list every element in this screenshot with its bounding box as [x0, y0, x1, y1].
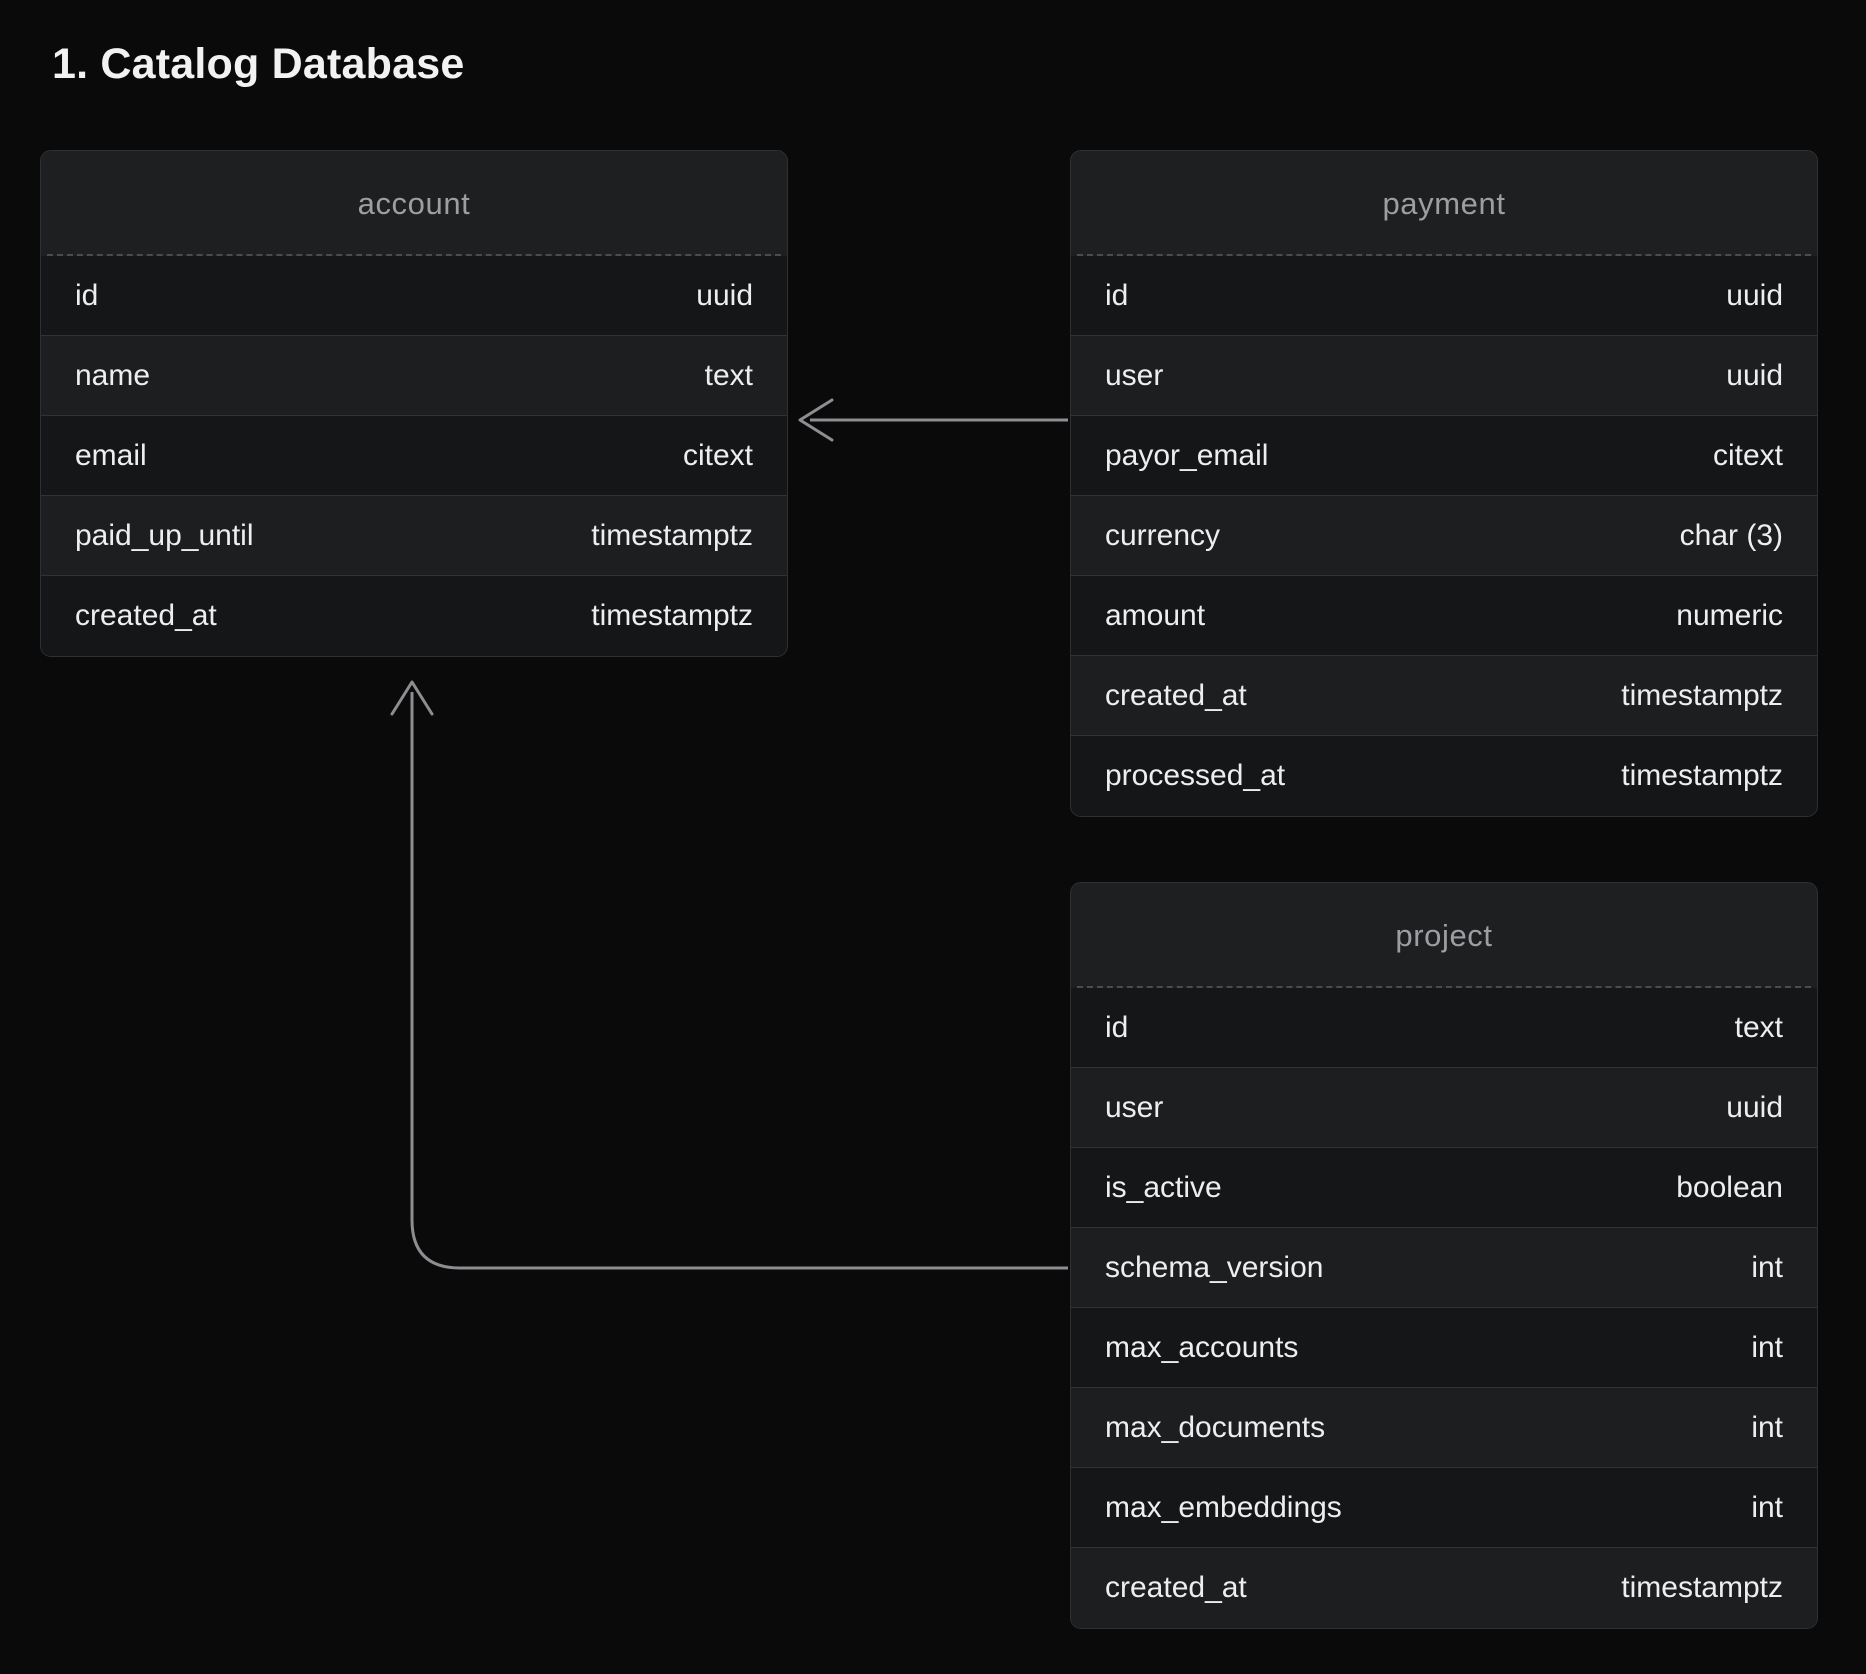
entity-title: project	[1395, 917, 1493, 953]
field-type: char (3)	[1679, 518, 1783, 552]
field-name: created_at	[75, 599, 217, 632]
entity-header-project: project	[1071, 883, 1817, 988]
field-name: max_accounts	[1105, 1330, 1299, 1364]
table-row[interactable]: user uuid	[1071, 1068, 1817, 1148]
table-row[interactable]: id uuid	[41, 256, 787, 336]
table-row[interactable]: paid_up_until timestamptz	[41, 496, 787, 576]
table-row[interactable]: created_at timestamptz	[41, 576, 787, 656]
field-type: uuid	[1726, 1090, 1783, 1124]
field-type: int	[1751, 1330, 1783, 1364]
field-name: user	[1105, 1090, 1164, 1124]
table-row[interactable]: is_active boolean	[1071, 1148, 1817, 1228]
field-name: payor_email	[1105, 438, 1269, 472]
field-name: max_documents	[1105, 1410, 1326, 1444]
field-name: id	[1105, 278, 1129, 312]
field-type: citext	[682, 438, 753, 472]
entity-card-account[interactable]: account id uuid name text email citext p…	[40, 150, 788, 657]
field-list-project: id text user uuid is_active boolean sche…	[1071, 988, 1817, 1628]
field-type: text	[1734, 1010, 1783, 1044]
entity-card-project[interactable]: project id text user uuid is_active bool…	[1070, 882, 1818, 1629]
field-name: amount	[1105, 598, 1206, 632]
field-type: timestamptz	[591, 599, 753, 632]
header-divider	[47, 254, 781, 256]
field-name: name	[75, 358, 151, 392]
field-name: processed_at	[1105, 759, 1286, 792]
entity-title: payment	[1382, 185, 1506, 221]
field-name: created_at	[1105, 1571, 1247, 1604]
field-type: timestamptz	[1621, 759, 1783, 792]
entity-card-payment[interactable]: payment id uuid user uuid payor_email ci…	[1070, 150, 1818, 817]
table-row[interactable]: amount numeric	[1071, 576, 1817, 656]
table-row[interactable]: processed_at timestamptz	[1071, 736, 1817, 816]
field-type: timestamptz	[1621, 1571, 1783, 1604]
field-name: id	[75, 278, 99, 312]
relationship-project-to-account	[390, 680, 1068, 1270]
table-row[interactable]: max_embeddings int	[1071, 1468, 1817, 1548]
entity-title: account	[357, 185, 471, 221]
table-row[interactable]: max_documents int	[1071, 1388, 1817, 1468]
field-type: int	[1751, 1250, 1783, 1284]
table-row[interactable]: user uuid	[1071, 336, 1817, 416]
field-name: schema_version	[1105, 1250, 1324, 1284]
field-type: timestamptz	[591, 518, 753, 552]
table-row[interactable]: id text	[1071, 988, 1817, 1068]
field-type: timestamptz	[1621, 678, 1783, 712]
table-row[interactable]: schema_version int	[1071, 1228, 1817, 1308]
field-name: max_embeddings	[1105, 1490, 1342, 1524]
entity-header-account: account	[41, 151, 787, 256]
field-type: numeric	[1676, 598, 1783, 632]
relationship-payment-to-account	[798, 398, 1068, 442]
table-row[interactable]: currency char (3)	[1071, 496, 1817, 576]
field-type: uuid	[1726, 358, 1783, 392]
field-type: citext	[1712, 438, 1783, 472]
field-type: uuid	[696, 278, 753, 312]
field-type: int	[1751, 1410, 1783, 1444]
field-type: boolean	[1676, 1170, 1783, 1204]
field-name: email	[75, 438, 147, 472]
header-divider	[1077, 986, 1811, 988]
table-row[interactable]: id uuid	[1071, 256, 1817, 336]
table-row[interactable]: email citext	[41, 416, 787, 496]
field-name: created_at	[1105, 678, 1247, 712]
field-type: text	[704, 358, 753, 392]
table-row[interactable]: created_at timestamptz	[1071, 656, 1817, 736]
page-title: 1. Catalog Database	[52, 40, 465, 88]
field-name: is_active	[1105, 1170, 1222, 1204]
field-list-account: id uuid name text email citext paid_up_u…	[41, 256, 787, 656]
table-row[interactable]: payor_email citext	[1071, 416, 1817, 496]
entity-header-payment: payment	[1071, 151, 1817, 256]
table-row[interactable]: created_at timestamptz	[1071, 1548, 1817, 1628]
field-name: currency	[1105, 518, 1221, 552]
field-list-payment: id uuid user uuid payor_email citext cur…	[1071, 256, 1817, 816]
field-type: int	[1751, 1490, 1783, 1524]
table-row[interactable]: name text	[41, 336, 787, 416]
header-divider	[1077, 254, 1811, 256]
field-type: uuid	[1726, 278, 1783, 312]
field-name: user	[1105, 358, 1164, 392]
field-name: paid_up_until	[75, 518, 254, 552]
field-name: id	[1105, 1010, 1129, 1044]
table-row[interactable]: max_accounts int	[1071, 1308, 1817, 1388]
